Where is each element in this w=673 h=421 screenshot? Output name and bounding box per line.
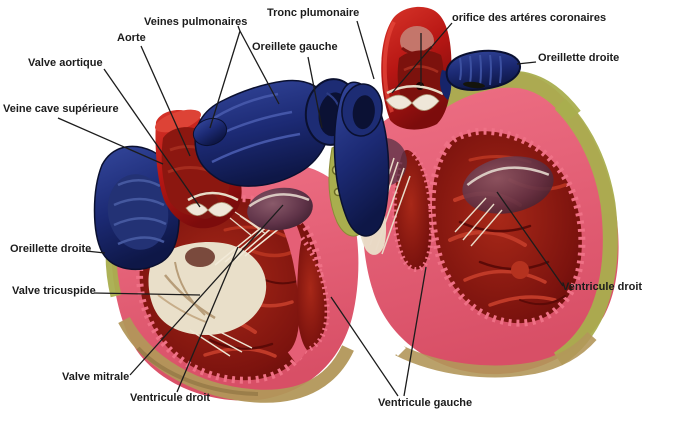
label-valve-tricuspide: Valve tricuspide	[12, 285, 96, 297]
pulmonary-trunk-shape	[381, 6, 452, 130]
leader-line-ventricule-droit-gauche	[176, 246, 239, 393]
right-fat-band	[395, 331, 597, 378]
leader-line-ventricule-droit-droite	[496, 191, 564, 287]
label-oreillete-gauche: Oreillete gauche	[252, 41, 338, 53]
label-valve-aortique: Valve aortique	[28, 57, 103, 69]
leader-line-orifice-arteres-coronaires	[391, 22, 453, 94]
right-heart-illustration	[333, 6, 619, 378]
leader-line-valve-aortique	[103, 68, 201, 208]
leader-line-ventricule-gauche	[330, 266, 427, 397]
label-ventricule-gauche: Ventricule gauche	[378, 397, 473, 409]
leader-line-veine-cave-superieure	[57, 117, 164, 165]
leader-line-aorte	[140, 45, 191, 157]
left-heart-illustration	[93, 78, 363, 403]
label-orifice-arteres-coronaires: orifice des artéres coronaires	[452, 12, 607, 24]
right-left-atrium-vessel	[333, 81, 390, 237]
label-veine-cave-superieure: Veine cave supérieure	[3, 103, 119, 115]
right-epicardium-band	[431, 70, 581, 122]
label-aorte: Aorte	[117, 32, 146, 44]
leader-line-valve-tricuspide	[93, 292, 201, 296]
vessel-slit	[463, 81, 485, 89]
label-ventricule-droit-gauche: Ventricule droit	[130, 392, 211, 404]
pulmonary-vein-stub	[192, 117, 228, 147]
leader-lines	[57, 20, 564, 397]
label-tronc-plumonaire: Tronc plumonaire	[267, 7, 360, 19]
leader-line-oreillette-droite-droite	[516, 61, 537, 65]
trunk-arch-opening	[400, 26, 434, 56]
label-oreillette-droite-gauche: Oreillette droite	[10, 243, 92, 255]
label-veines-pulmonaires: Veines pulmonaires	[144, 16, 248, 28]
leader-line-tronc-plumonaire	[356, 20, 375, 80]
right-right-atrium	[440, 49, 521, 100]
leader-line-oreillette-droite-gauche	[85, 250, 106, 254]
left-fat-band	[118, 316, 354, 403]
left-right-atrium	[93, 145, 180, 271]
leader-line-veines-pulmonaires	[209, 25, 280, 129]
label-oreillette-droite-droite: Oreillette droite	[538, 52, 620, 64]
right-heart-narrow-cavity	[394, 150, 432, 270]
left-heart-narrow-cavity	[296, 238, 328, 350]
label-valve-mitrale: Valve mitrale	[62, 371, 130, 383]
leader-line-oreillete-gauche	[307, 56, 323, 129]
label-ventricule-droit-droite: Ventricule droit	[562, 281, 643, 293]
interheart-gap	[364, 288, 406, 356]
leader-line-valve-mitrale	[129, 204, 284, 376]
aortic-valve-leaflets	[185, 191, 239, 217]
semilunar-valve-leaflets	[385, 85, 444, 111]
